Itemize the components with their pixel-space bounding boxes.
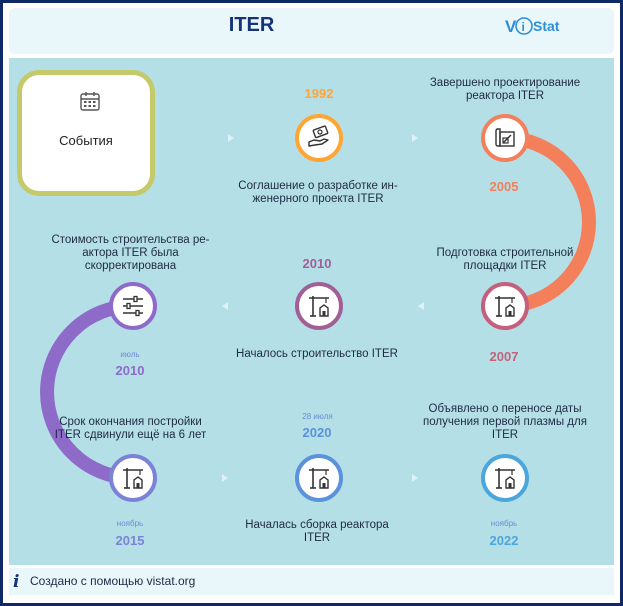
event-text: Началась сборка реактора ITER <box>245 519 389 544</box>
info-icon: i <box>13 572 20 592</box>
event-node-2010-july[interactable] <box>109 282 157 330</box>
event-text: Стоимость строительства ре- актора ITER … <box>51 234 210 272</box>
vistat-logo[interactable]: V i Stat <box>505 14 575 38</box>
event-text: Срок окончания постройки ITER сдвинули е… <box>54 416 207 441</box>
svg-text:V: V <box>505 17 517 36</box>
event-node-2005[interactable] <box>481 114 529 162</box>
header: ITER V i Stat <box>9 8 614 54</box>
construction-crane-icon <box>495 296 515 317</box>
event-text: Подготовка строительной площадки ITER <box>436 247 574 272</box>
event-node-2020[interactable] <box>295 454 343 502</box>
construction-crane-icon <box>309 296 329 317</box>
construction-crane-icon <box>495 468 515 489</box>
footer-credit-link[interactable]: Создано с помощью vistat.org <box>30 574 196 588</box>
event-node-2010[interactable] <box>295 282 343 330</box>
money-hand-icon <box>308 125 329 147</box>
event-text: Завершено проектирование реактора ITER <box>429 77 581 102</box>
event-node-1992[interactable] <box>295 114 343 162</box>
event-node-2015[interactable] <box>109 454 157 502</box>
event-year: 2022 <box>489 533 519 548</box>
page-title: ITER <box>228 14 275 36</box>
event-year: 2010 <box>115 363 145 378</box>
event-year: 1992 <box>304 86 334 101</box>
event-year: 2020 <box>302 425 332 440</box>
event-year: 2007 <box>489 349 519 364</box>
footer: i Создано с помощью vistat.org <box>9 568 614 595</box>
event-month: 28 июля <box>302 412 333 421</box>
sliders-icon <box>123 295 143 317</box>
construction-crane-icon <box>123 468 143 489</box>
event-text: Объявлено о переносе даты получения перв… <box>423 403 587 441</box>
calendar-icon <box>80 92 100 111</box>
event-node-2022[interactable] <box>481 454 529 502</box>
blueprint-icon <box>495 128 515 147</box>
event-text: Началось строительство ITER <box>236 348 398 360</box>
svg-text:i: i <box>522 20 525 34</box>
event-month: ноябрь <box>490 519 518 528</box>
event-year: 2010 <box>302 256 332 271</box>
event-year: 2015 <box>115 533 145 548</box>
svg-text:Stat: Stat <box>533 18 560 34</box>
event-month: ноябрь <box>116 519 144 528</box>
events-label: События <box>59 133 113 148</box>
construction-crane-icon <box>309 468 329 489</box>
event-node-2007[interactable] <box>481 282 529 330</box>
event-year: 2005 <box>489 179 519 194</box>
event-text: Соглашение о разработке ин- женерного пр… <box>238 180 398 205</box>
events-legend-box: События <box>17 70 155 196</box>
event-month: июль <box>120 350 140 359</box>
